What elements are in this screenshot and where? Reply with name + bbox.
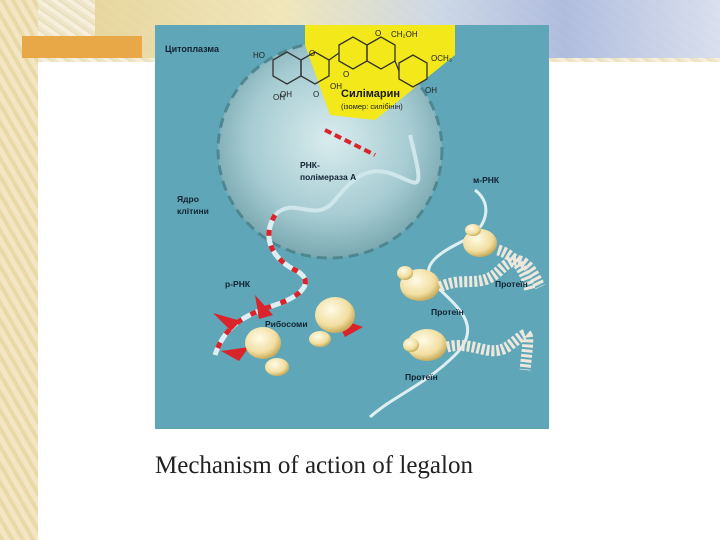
chem-oh4: OH — [273, 93, 285, 102]
label-m-rna: м-РНК — [473, 175, 500, 185]
decorative-orange-bar — [22, 36, 142, 58]
dna-strand — [273, 134, 421, 217]
label-protein-2: Протеїн — [431, 307, 464, 317]
chem-ho: HO — [253, 51, 265, 60]
label-silymarin: Силімарин — [341, 88, 400, 100]
label-rna-polymerase-1: РНК- — [300, 160, 320, 170]
chem-o3: O — [313, 90, 319, 99]
protein-chains — [437, 244, 546, 371]
chem-och3: OCH₃ — [431, 54, 452, 63]
label-cytoplasm: Цитоплазма — [165, 44, 220, 54]
ribosomes — [245, 224, 497, 376]
chem-oh1: OH — [280, 90, 292, 99]
chem-oh3: OH — [425, 86, 437, 95]
legalon-mechanism-figure: HO O O CH₂OH OCH₃ OH O OH OH O OH Цитопл… — [155, 25, 549, 429]
label-ribosomes: Рибосоми — [265, 319, 308, 329]
silymarin-highlight — [305, 25, 455, 120]
chem-o1: O — [309, 49, 315, 58]
label-nucleus-2: клітини — [177, 206, 209, 216]
decorative-left-strip — [0, 0, 38, 540]
label-rna-polymerase-2: полімераза А — [300, 172, 356, 182]
label-protein-3: Протеїн — [405, 372, 438, 382]
label-nucleus-1: Ядро — [177, 194, 199, 204]
chem-oh2: OH — [330, 82, 342, 91]
chem-ch2oh: CH₂OH — [391, 30, 418, 39]
r-rna-red-segments — [212, 213, 308, 356]
silymarin-structure — [272, 36, 428, 88]
label-protein-1: Протеїн — [495, 279, 528, 289]
label-isomer: (ізомер: силібінін) — [341, 102, 403, 111]
rna-polymerase-strand — [324, 128, 376, 157]
slide-caption: Mechanism of action of legalon — [155, 452, 473, 479]
chem-o2: O — [343, 70, 349, 79]
label-r-rna: р-РНК — [225, 279, 251, 289]
chem-o4: O — [375, 29, 381, 38]
